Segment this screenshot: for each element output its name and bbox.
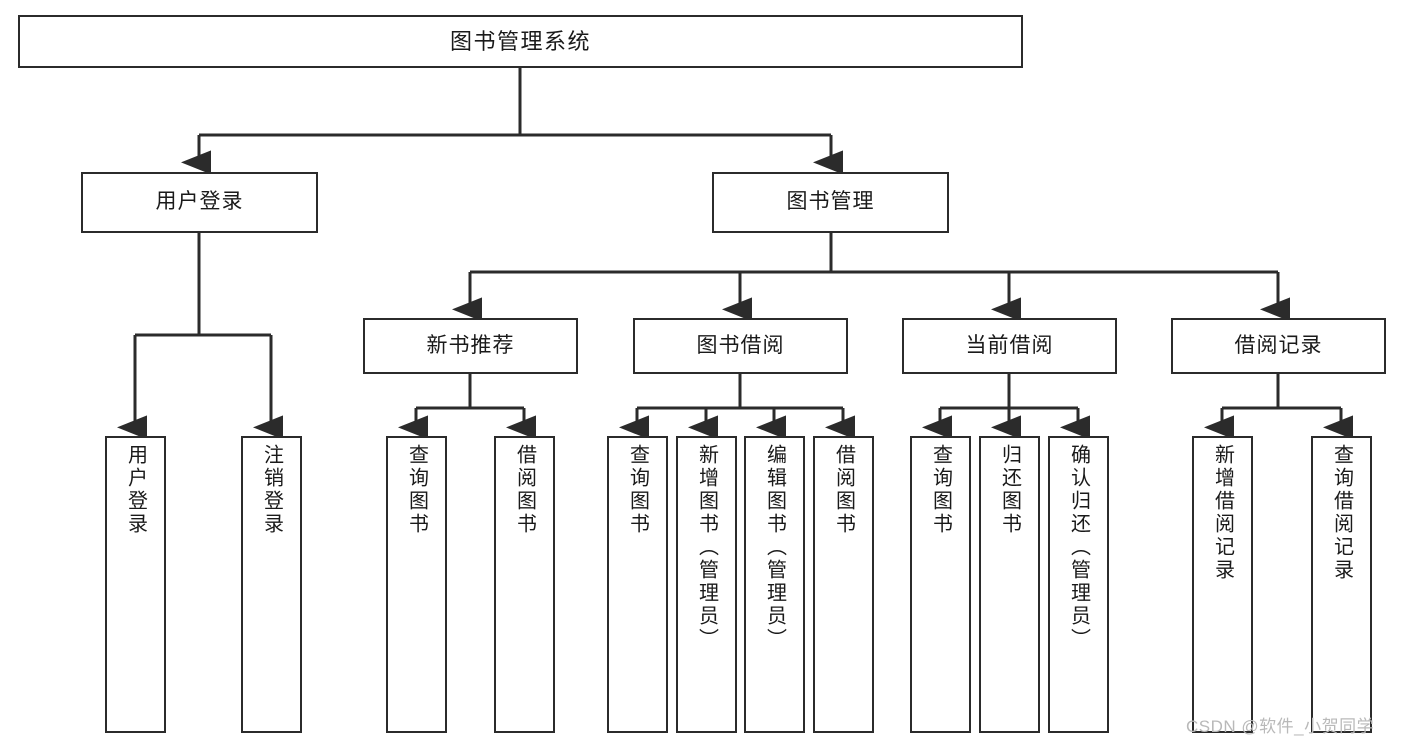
node-user-login[interactable]: 用户登录 bbox=[81, 172, 318, 233]
node-leaf-edit-book[interactable]: 编辑图书（管理员） bbox=[744, 436, 805, 733]
node-borrow-record[interactable]: 借阅记录 bbox=[1171, 318, 1386, 374]
node-new-book-recommend-label: 新书推荐 bbox=[426, 333, 515, 357]
node-leaf-return-book-label: 归还图书 bbox=[998, 444, 1021, 536]
node-leaf-query-book-1[interactable]: 查询图书 bbox=[386, 436, 447, 733]
node-current-borrow[interactable]: 当前借阅 bbox=[902, 318, 1117, 374]
node-leaf-user-login[interactable]: 用户登录 bbox=[105, 436, 166, 733]
node-leaf-query-book-3[interactable]: 查询图书 bbox=[910, 436, 971, 733]
node-book-management-label: 图书管理 bbox=[786, 190, 875, 214]
node-leaf-user-login-label: 用户登录 bbox=[124, 444, 147, 536]
node-leaf-borrow-book-1[interactable]: 借阅图书 bbox=[494, 436, 555, 733]
node-leaf-query-book-2-label: 查询图书 bbox=[626, 444, 649, 536]
node-book-borrow-label: 图书借阅 bbox=[696, 333, 785, 357]
node-user-login-label: 用户登录 bbox=[155, 190, 244, 214]
node-leaf-query-record[interactable]: 查询借阅记录 bbox=[1311, 436, 1372, 733]
node-root-label: 图书管理系统 bbox=[449, 28, 591, 54]
node-leaf-query-record-label: 查询借阅记录 bbox=[1330, 444, 1353, 582]
node-leaf-query-book-1-label: 查询图书 bbox=[405, 444, 428, 536]
node-leaf-add-book-label: 新增图书（管理员） bbox=[695, 444, 718, 651]
node-current-borrow-label: 当前借阅 bbox=[965, 333, 1054, 357]
node-leaf-confirm-return-label: 确认归还（管理员） bbox=[1067, 444, 1090, 651]
node-leaf-return-book[interactable]: 归还图书 bbox=[979, 436, 1040, 733]
node-leaf-add-record[interactable]: 新增借阅记录 bbox=[1192, 436, 1253, 733]
node-leaf-query-book-2[interactable]: 查询图书 bbox=[607, 436, 668, 733]
node-leaf-logout[interactable]: 注销登录 bbox=[241, 436, 302, 733]
node-book-management[interactable]: 图书管理 bbox=[712, 172, 949, 233]
node-leaf-confirm-return[interactable]: 确认归还（管理员） bbox=[1048, 436, 1109, 733]
node-leaf-borrow-book-2[interactable]: 借阅图书 bbox=[813, 436, 874, 733]
node-leaf-edit-book-label: 编辑图书（管理员） bbox=[763, 444, 786, 651]
node-leaf-borrow-book-2-label: 借阅图书 bbox=[832, 444, 855, 536]
node-new-book-recommend[interactable]: 新书推荐 bbox=[363, 318, 578, 374]
csdn-watermark: CSDN @软件_小贺同学 bbox=[1186, 717, 1375, 736]
node-leaf-add-record-label: 新增借阅记录 bbox=[1211, 444, 1234, 582]
node-leaf-logout-label: 注销登录 bbox=[260, 444, 283, 536]
node-root[interactable]: 图书管理系统 bbox=[18, 15, 1023, 68]
node-book-borrow[interactable]: 图书借阅 bbox=[633, 318, 848, 374]
node-borrow-record-label: 借阅记录 bbox=[1234, 333, 1323, 357]
node-leaf-add-book[interactable]: 新增图书（管理员） bbox=[676, 436, 737, 733]
node-leaf-query-book-3-label: 查询图书 bbox=[929, 444, 952, 536]
node-leaf-borrow-book-1-label: 借阅图书 bbox=[513, 444, 536, 536]
